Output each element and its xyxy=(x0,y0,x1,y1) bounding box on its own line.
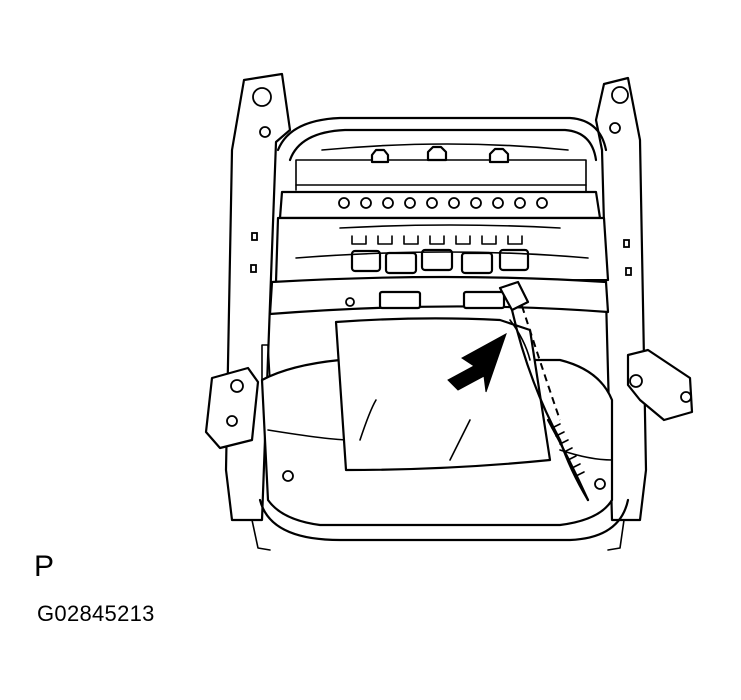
arrow-icon xyxy=(447,332,507,393)
view-letter: P xyxy=(34,550,55,583)
spring-panel xyxy=(274,216,610,284)
right-mount-bracket xyxy=(626,348,694,422)
rear-frame xyxy=(276,116,608,193)
crossbar-upper xyxy=(278,190,602,220)
figure-id: G02845213 xyxy=(37,601,155,626)
front-frame xyxy=(251,498,630,551)
hole-row xyxy=(338,197,548,209)
cushion-cover-bag xyxy=(334,317,552,472)
crossbar-lower xyxy=(268,275,610,316)
wire-harness xyxy=(498,280,590,502)
left-mount-bracket xyxy=(204,366,260,450)
clip-icon xyxy=(370,145,510,164)
